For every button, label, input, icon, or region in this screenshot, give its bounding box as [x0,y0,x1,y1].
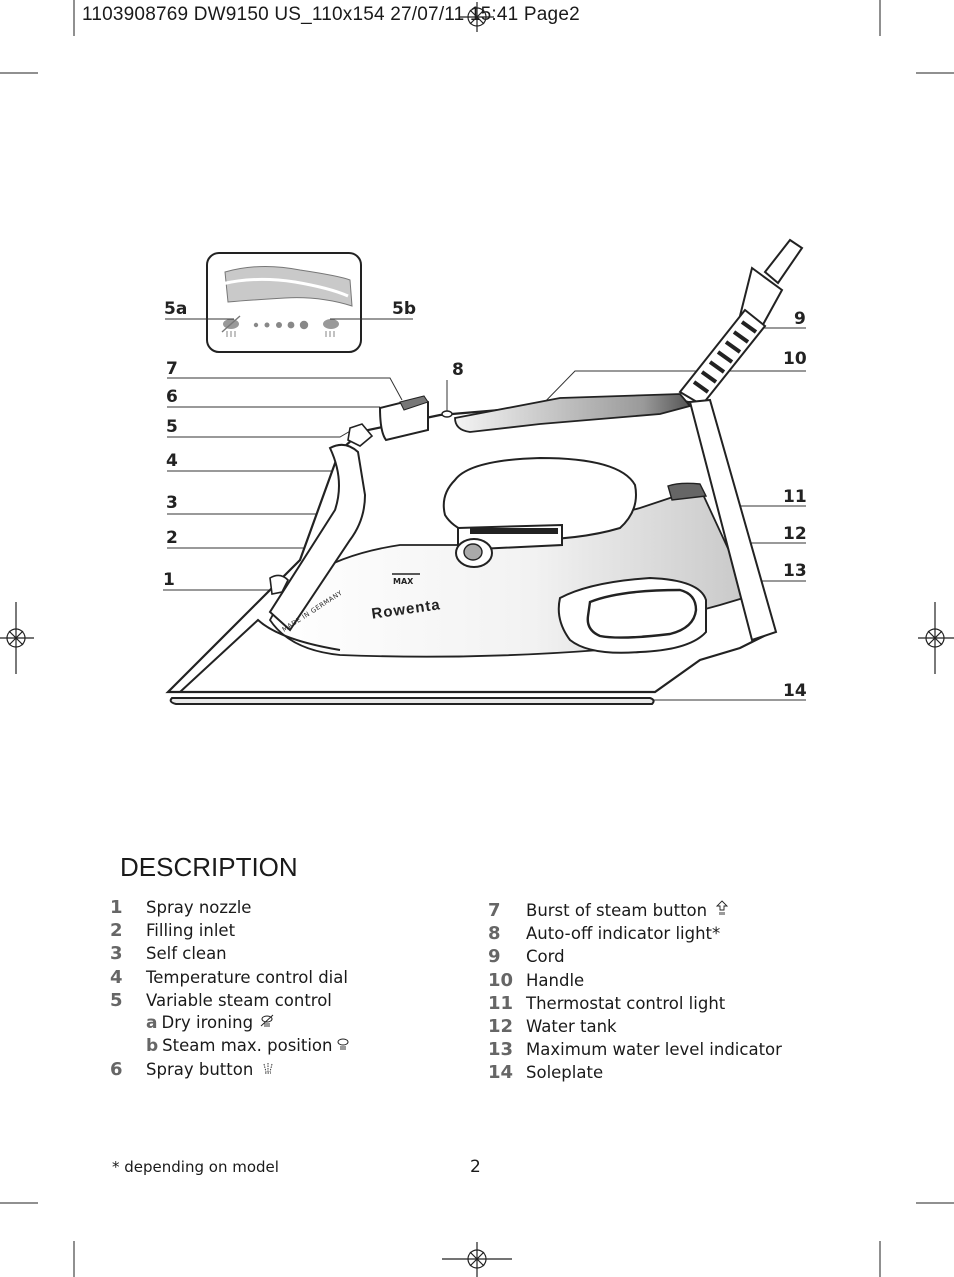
registration-mark-right [918,602,954,674]
callout-5: 5 [166,417,178,437]
iron-body: Rowenta MADE IN GERMANY MAX [165,238,804,705]
callout-7: 7 [166,359,178,379]
subitem-letter: a [146,1012,158,1033]
item-label: Dry ironing [161,1012,254,1032]
callout-5a: 5a [164,299,187,319]
callout-3: 3 [166,493,178,513]
steam-max-icon [337,1038,348,1051]
callout-labels: 5a 5b 7 6 5 4 3 2 1 8 9 10 11 12 13 14 [163,299,807,701]
item-number: 8 [488,923,501,945]
list-subitem: b Steam max. position [108,1036,351,1059]
item-number: 10 [488,969,514,991]
soleplate [169,697,655,705]
callout-2: 2 [166,528,178,548]
registration-mark-bottom [442,1242,512,1277]
callout-13: 13 [783,561,807,581]
description-title: DESCRIPTION [120,852,298,882]
item-label: Water tank [526,1016,617,1036]
dry-ironing-icon [260,1014,274,1027]
list-item: 10 Handle [488,970,782,993]
item-label: Handle [526,970,585,990]
registration-mark-top [460,2,494,32]
item-number: 3 [110,943,123,965]
list-item: 6 Spray button [108,1059,351,1082]
callout-4: 4 [166,451,178,471]
item-label: Maximum water level indicator [526,1040,782,1060]
spray-icon [263,1063,273,1074]
callout-6: 6 [166,387,178,407]
callout-8: 8 [452,360,464,380]
registration-mark-left [0,602,34,674]
list-item: 7 Burst of steam button [488,900,782,923]
list-subitem: a Dry ironing [108,1013,351,1036]
callout-14: 14 [783,681,807,701]
list-item: 3 Self clean [108,943,351,966]
item-number: 1 [110,897,123,918]
callout-11: 11 [783,487,807,507]
callout-12: 12 [783,524,807,544]
footnote: * depending on model [112,1158,279,1176]
list-item: 14 Soleplate [488,1062,782,1085]
item-label: Spray nozzle [146,898,252,917]
item-label: Soleplate [526,1063,604,1083]
print-slug: 1103908769 DW9150 US_110x154 27/07/11 15… [82,4,580,25]
callout-9: 9 [794,309,806,329]
list-item: 5 Variable steam control [108,990,351,1013]
steam-burst-icon [716,900,729,915]
item-number: 11 [488,992,514,1014]
parts-list-right: 7 Burst of steam button 8 Auto-off indic… [488,900,782,1086]
item-label: Cord [526,947,565,967]
subitem-letter: b [146,1036,159,1057]
item-label: Variable steam control [146,990,332,1010]
item-label: Spray button [146,1060,254,1080]
item-number: 5 [110,989,123,1011]
list-item: 1 Spray nozzle [108,897,351,920]
item-number: 12 [488,1015,514,1037]
cord [678,238,804,407]
list-item: 4 Temperature control dial [108,967,351,990]
list-item: 11 Thermostat control light [488,993,782,1016]
item-label: Burst of steam button [526,901,708,920]
item-number: 7 [488,900,501,921]
item-label: Steam max. position [162,1036,333,1056]
steam-max-icon [323,319,339,337]
parts-list-left: 1 Spray nozzle 2 Filling inlet 3 Self cl… [108,897,351,1083]
item-label: Auto-off indicator light* [526,924,721,944]
item-number: 14 [488,1062,514,1084]
steam-selector-inset [206,252,362,353]
list-item: 2 Filling inlet [108,920,351,943]
item-label: Temperature control dial [146,967,348,987]
callout-10: 10 [783,349,807,369]
callout-1: 1 [163,570,175,590]
item-label: Self clean [146,944,227,964]
callout-5b: 5b [392,299,416,319]
item-number: 9 [488,946,501,968]
item-label: Thermostat control light [526,993,726,1013]
item-number: 13 [488,1039,514,1061]
item-number: 6 [110,1059,123,1081]
page-number: 2 [470,1157,481,1177]
list-item: 8 Auto-off indicator light* [488,923,782,946]
item-number: 4 [110,966,123,988]
item-number: 2 [110,920,123,942]
max-marker: MAX [392,573,420,586]
dry-ironing-icon [221,315,241,337]
svg-text:MAX: MAX [393,577,414,586]
item-label: Filling inlet [146,921,236,941]
steam-level-dots [253,320,309,330]
list-item: 9 Cord [488,946,782,969]
list-item: 13 Maximum water level indicator [488,1039,782,1062]
list-item: 12 Water tank [488,1016,782,1039]
